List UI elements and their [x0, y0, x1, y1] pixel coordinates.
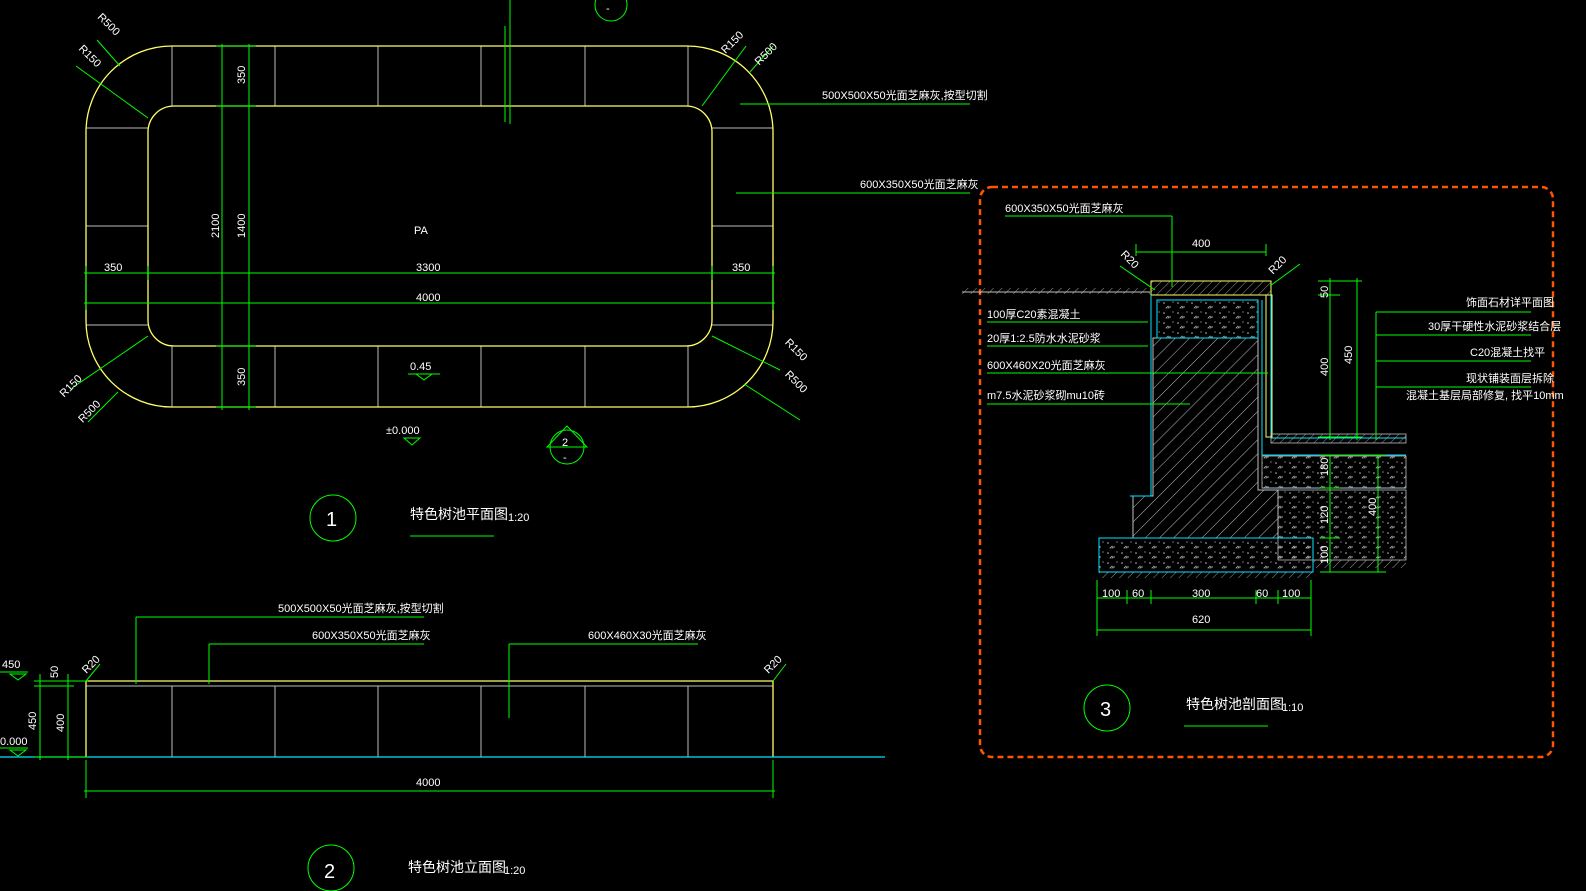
sec-top-note: 600X350X50光面芝麻灰 [1005, 201, 1124, 215]
sec-left-note-3: m7.5水泥砂浆砌mu10砖 [987, 388, 1105, 402]
dim-350-left: 350 [104, 262, 122, 274]
sec-right-note-0: 饰面石材详平面图 [1466, 295, 1554, 309]
outer-outline [85, 45, 774, 408]
top-section-marker[interactable] [594, 0, 628, 22]
radius-label-tr-outer: R500 [753, 41, 780, 68]
elev-dim-450: 450 [27, 712, 39, 730]
title1-text: 特色树池平面图 [410, 506, 508, 522]
elev-note2: 600X350X50光面芝麻灰 [312, 628, 431, 642]
level-000-marker [402, 437, 422, 446]
title2-scale: 1:20 [504, 865, 525, 877]
level-045: 0.45 [410, 361, 431, 373]
sec-right-note-4: 混凝土基层局部修复, 找平10mm [1406, 388, 1564, 402]
title-block-3: 3 特色树池剖面图 1:10 [1083, 684, 1303, 732]
title2-number: 2 [324, 861, 335, 883]
dim-4000: 4000 [416, 292, 440, 304]
sec-r-right: R20 [1267, 254, 1290, 277]
radius-label-tr-inner: R150 [719, 29, 746, 56]
sec-bottom-dim-0: 100 [1102, 588, 1120, 600]
section-ref-sub: - [563, 452, 567, 464]
sec-dim-180: 180 [1319, 458, 1331, 476]
sec-left-note-1: 20厚1:2.5防水水泥砂浆 [987, 331, 1101, 345]
elev-dim-50: 50 [49, 666, 61, 678]
dim-350-right: 350 [732, 262, 750, 274]
title1-scale: 1:20 [508, 512, 529, 524]
sec-dim-400: 400 [1319, 358, 1331, 376]
note-top-material: 500X500X50光面芝麻灰,按型切割 [822, 88, 988, 102]
sec-dim-50: 50 [1319, 286, 1331, 298]
sec-right-note-2: C20混凝土找平 [1470, 345, 1545, 359]
radius-label-tl-outer: R500 [95, 11, 122, 38]
sec-left-note-2: 600X460X20光面芝麻灰 [987, 358, 1106, 372]
sec-dim-120: 120 [1319, 506, 1331, 524]
dim-350-top: 350 [236, 66, 248, 84]
title3-scale: 1:10 [1282, 702, 1303, 714]
center-mark: PA [414, 225, 429, 237]
section-dimensions [987, 215, 1531, 636]
radius-label-br-outer: R500 [782, 369, 809, 396]
radius-label-tl-inner: R150 [76, 43, 103, 70]
sec-right-note-3: 现状铺装面层拆除 [1466, 371, 1554, 385]
title2-circle [307, 844, 355, 891]
elev-dim-4000: 4000 [416, 777, 440, 789]
inner-outline [147, 105, 713, 347]
elev-r-left: R20 [80, 654, 103, 677]
title1-number: 1 [326, 509, 337, 531]
title-block-1: 1 特色树池平面图 1:20 [309, 494, 529, 542]
radius-label-bl-inner: R150 [58, 373, 85, 400]
title2-text: 特色树池立面图 [408, 859, 506, 875]
dim-1400: 1400 [236, 214, 248, 238]
sec-dim-400-top: 400 [1192, 238, 1210, 250]
sec-bottom-dim-1: 60 [1132, 588, 1144, 600]
elev-dim-400: 400 [55, 714, 67, 732]
plan-dimensions [71, 0, 970, 423]
note-side-material: 600X350X50光面芝麻灰 [860, 177, 979, 191]
top-marker-sub: - [606, 3, 610, 15]
sec-dim-450: 450 [1343, 346, 1355, 364]
sec-bottom-dim-2: 300 [1192, 588, 1210, 600]
radius-label-br-inner: R150 [782, 337, 809, 364]
plan-tiles [86, 46, 773, 407]
title3-circle [1083, 684, 1131, 732]
section-view: 600X350X50光面芝麻灰 400 R20 R20 100厚C20素混凝土 … [962, 185, 1564, 759]
title-block-2: 2 特色树池立面图 1:20 [307, 844, 525, 891]
elevation-tiles [86, 685, 773, 757]
title3-number: 3 [1100, 699, 1111, 721]
sec-bottom-dim-4: 100 [1282, 588, 1300, 600]
sec-left-note-0: 100厚C20素混凝土 [987, 307, 1081, 321]
level-000: ±0.000 [386, 425, 420, 437]
title3-text: 特色树池剖面图 [1186, 696, 1284, 712]
elevation-dimensions [0, 616, 787, 798]
elevation-view: 500X500X50光面芝麻灰,按型切割 600X350X50光面芝麻灰 600… [0, 601, 885, 798]
radius-label-bl-outer: R500 [76, 398, 103, 425]
elev-note1: 500X500X50光面芝麻灰,按型切割 [278, 601, 444, 615]
revision-cloud [978, 185, 1555, 759]
dim-3300: 3300 [416, 262, 440, 274]
elev-level-450: 450 [2, 659, 20, 671]
section-ref-number: 2 [562, 437, 568, 449]
sec-dim-100: 100 [1319, 546, 1331, 564]
title1-circle [309, 494, 357, 542]
sec-right-note-1: 30厚干硬性水泥砂浆结合层 [1428, 319, 1561, 333]
sec-dim-400b: 400 [1367, 498, 1379, 516]
level-045-marker [414, 373, 434, 381]
dim-350-bottom: 350 [236, 368, 248, 386]
sec-bottom-dim-3: 60 [1256, 588, 1268, 600]
elev-level-000: 0.000 [0, 736, 28, 748]
plan-view: - R500 R150 R150 R500 R150 R500 R150 R50… [58, 0, 988, 465]
sec-dim-620: 620 [1192, 614, 1210, 626]
elev-note3: 600X460X30光面芝麻灰 [588, 628, 707, 642]
dim-2100: 2100 [210, 214, 222, 238]
elev-r-right: R20 [762, 654, 785, 677]
